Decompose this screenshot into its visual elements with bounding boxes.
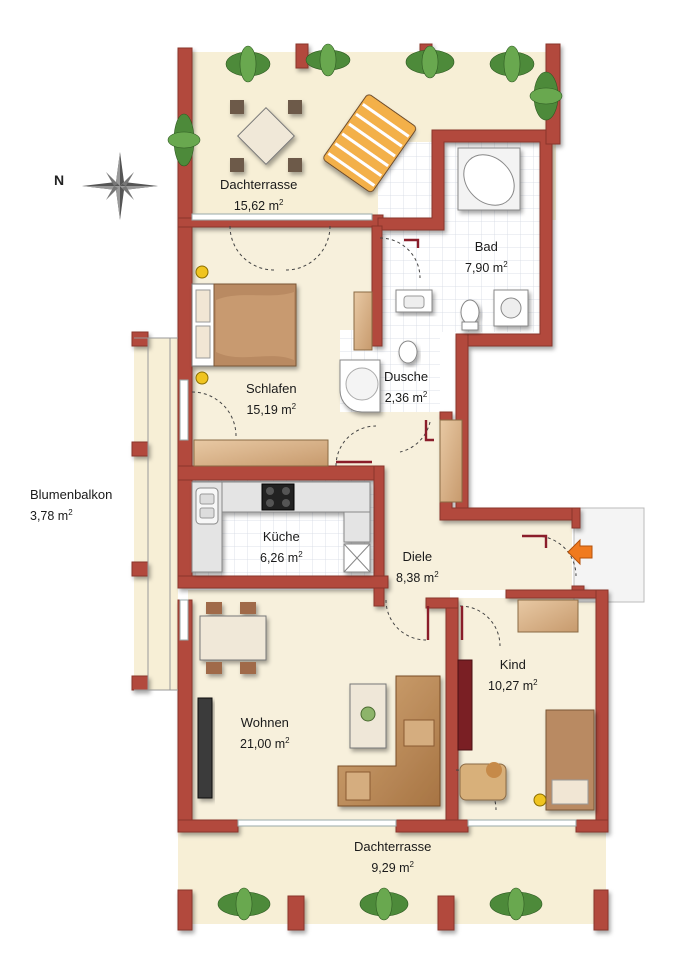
- kind-lamp: [533, 793, 547, 807]
- lamp-bottom: [195, 371, 209, 385]
- room-area: 2,36 m2: [384, 390, 428, 405]
- walls: [131, 43, 609, 931]
- door-markers: [336, 238, 548, 640]
- sun-lounger: [323, 94, 417, 193]
- sofa: [337, 675, 441, 807]
- room-area: 10,27 m2: [488, 678, 538, 693]
- room-name: Diele: [402, 549, 433, 564]
- kind-bed: [545, 709, 595, 811]
- room-area: 9,29 m2: [371, 860, 414, 875]
- room-area: 15,19 m2: [246, 402, 297, 417]
- compass-rose-icon: [82, 152, 158, 220]
- entrance-arrow-icon: [567, 538, 593, 566]
- room-label-diele: Diele 8,38 m2: [396, 548, 439, 587]
- tv-board: [197, 697, 213, 799]
- schlafen-wardrobe: [193, 439, 329, 467]
- room-area: 7,90 m2: [465, 260, 508, 275]
- room-label-kind: Kind 10,27 m2: [488, 656, 538, 695]
- room-label-dusche: Dusche 2,36 m2: [384, 368, 428, 407]
- room-name: Blumenbalkon: [30, 487, 113, 502]
- room-label-schlafen: Schlafen 15,19 m2: [246, 380, 297, 419]
- dusche-toilet: [398, 340, 418, 364]
- schlafen-dresser: [353, 291, 373, 351]
- bathtub: [457, 147, 521, 211]
- room-label-wohnen: Wohnen 21,00 m2: [240, 714, 290, 753]
- kind-desk: [459, 762, 507, 801]
- room-area: 21,00 m2: [240, 736, 290, 751]
- room-name: Bad: [474, 239, 498, 254]
- room-label-blumenbalkon: Blumenbalkon 3,78 m2: [30, 486, 112, 525]
- compass-north-label: N: [54, 172, 65, 188]
- kind-cabinet: [457, 659, 473, 751]
- room-area: 6,26 m2: [260, 550, 303, 565]
- room-name: Küche: [262, 529, 300, 544]
- diele-wardrobe: [439, 419, 463, 503]
- double-bed: [191, 283, 297, 367]
- room-area: 8,38 m2: [396, 570, 439, 585]
- room-label-kueche: Küche 6,26 m2: [260, 528, 303, 567]
- terrace-dining-set: [230, 100, 302, 172]
- room-name: Dusche: [384, 369, 429, 384]
- shower-tray: [339, 359, 381, 413]
- room-name: Dachterrasse: [354, 839, 432, 854]
- room-label-dachterrasse-bottom: Dachterrasse 9,29 m2: [354, 838, 431, 877]
- coffee-table-plant: [360, 706, 376, 722]
- kind-shelf: [517, 599, 579, 633]
- dining-table: [199, 602, 267, 674]
- blumenbalkon-floor: [134, 338, 178, 690]
- windows: [179, 213, 577, 827]
- room-label-bad: Bad 7,90 m2: [465, 238, 508, 277]
- kitchen-counter: [191, 481, 371, 573]
- washing-machine: [493, 289, 529, 327]
- room-label-dachterrasse-top: Dachterrasse 15,62 m2: [220, 176, 297, 215]
- room-area: 3,78 m2: [30, 508, 73, 523]
- room-name: Dachterrasse: [220, 177, 298, 192]
- bad-toilet: [460, 299, 480, 331]
- bad-washbasin: [395, 289, 433, 313]
- balcony-railing: [134, 337, 178, 691]
- plants: [167, 43, 563, 921]
- lamp-top: [195, 265, 209, 279]
- room-name: Schlafen: [246, 381, 297, 396]
- diele-floor-2: [380, 470, 440, 600]
- room-name: Wohnen: [240, 715, 289, 730]
- room-area: 15,62 m2: [233, 198, 284, 213]
- room-name: Kind: [499, 657, 526, 672]
